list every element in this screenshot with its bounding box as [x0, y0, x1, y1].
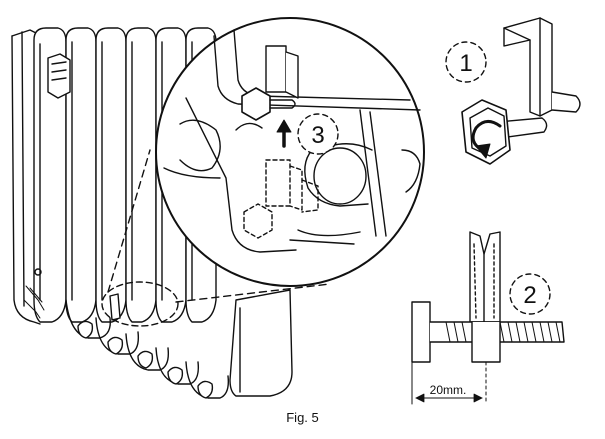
detail-magnifier: 3 — [155, 17, 425, 287]
callout-1: 1 — [459, 50, 472, 77]
detail-spacer-dimension: 2 20mm. — [411, 231, 565, 405]
callout-2: 2 — [523, 282, 536, 309]
figure-caption: Fig. 5 — [286, 410, 319, 425]
detail-clip-nut: 1 — [445, 17, 581, 165]
callout-3: 3 — [311, 122, 324, 149]
dimension-label: 20mm. — [430, 383, 467, 397]
